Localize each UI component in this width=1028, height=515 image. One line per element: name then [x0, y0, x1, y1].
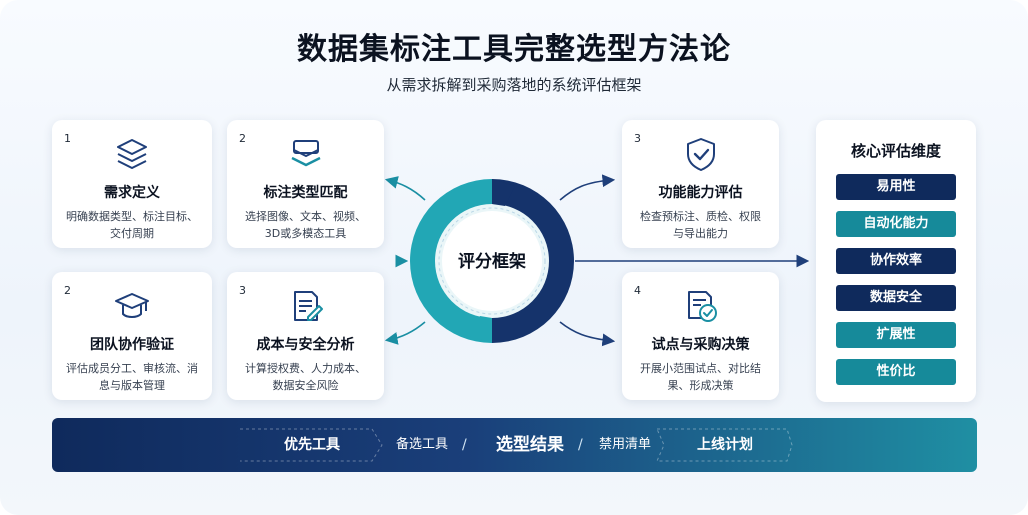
- step-number: 3: [239, 284, 246, 297]
- result-launch-plan: 上线计划: [697, 437, 753, 453]
- step-description: 评估成员分工、审核流、消息与版本管理: [66, 362, 198, 392]
- step-card-type-matching: 2 标注类型匹配 选择图像、文本、视频、3D或多模态工具: [227, 120, 384, 248]
- dimension-cost-performance: 性价比: [836, 359, 956, 385]
- result-priority-tools: 优先工具: [284, 437, 340, 453]
- result-backup-tools: 备选工具: [395, 437, 448, 452]
- results-bar: 优先工具 备选工具 / 选型结果 / 禁用清单 上线计划: [52, 418, 977, 472]
- hub-notch-top: [492, 179, 515, 206]
- stack-icon: [290, 140, 321, 167]
- dimension-collaboration: 协作效率: [836, 248, 956, 274]
- result-blocklist: 禁用清单: [598, 437, 651, 452]
- step-title: 试点与采购决策: [651, 337, 750, 353]
- step-description: 明确数据类型、标注目标、交付周期: [66, 210, 198, 240]
- arrow-to-type-matching: [384, 176, 426, 201]
- step-card-requirements: 1 需求定义 明确数据类型、标注目标、交付周期: [52, 120, 212, 248]
- step-title: 功能能力评估: [658, 185, 743, 201]
- hub-ring-navy: [492, 179, 574, 343]
- step-card-cost-security: 3 成本与安全分析 计算授权费、人力成本、数据安全风险: [227, 272, 384, 400]
- dimension-automation: 自动化能力: [836, 211, 956, 237]
- hub-ring-teal: [410, 179, 492, 343]
- dimension-data-security: 数据安全: [836, 285, 956, 311]
- document-edit-icon: [293, 291, 323, 321]
- step-title: 团队协作验证: [90, 337, 174, 353]
- page-title: 数据集标注工具完整选型方法论: [297, 32, 731, 67]
- graduation-cap-icon: [115, 293, 149, 318]
- step-card-team-collab: 2 团队协作验证 评估成员分工、审核流、消息与版本管理: [52, 272, 212, 400]
- arrow-to-pilot-decision: [559, 321, 616, 347]
- step-description: 计算授权费、人力成本、数据安全风险: [245, 362, 366, 392]
- page-subtitle: 从需求拆解到采购落地的系统评估框架: [386, 76, 642, 94]
- arrow-to-function-eval: [559, 174, 616, 201]
- step-number: 3: [634, 132, 641, 145]
- result-separator: /: [462, 437, 467, 453]
- result-selection-outcome: 选型结果: [496, 435, 564, 455]
- hub-center: [442, 211, 542, 311]
- hub-notch-bottom: [470, 316, 492, 343]
- step-card-function-eval: 3 功能能力评估 检查预标注、质检、权限与导出能力: [622, 120, 779, 248]
- step-description: 开展小范围试点、对比结果、形成决策: [640, 362, 761, 392]
- step-description: 选择图像、文本、视频、3D或多模态工具: [245, 210, 366, 240]
- step-description: 检查预标注、质检、权限与导出能力: [640, 210, 761, 240]
- shield-check-icon: [686, 138, 715, 171]
- step-card-pilot-decision: 4 试点与采购决策 开展小范围试点、对比结果、形成决策: [622, 272, 779, 400]
- document-check-icon: [687, 291, 717, 322]
- dimension-usability: 易用性: [836, 174, 956, 200]
- step-number: 2: [239, 132, 246, 145]
- step-title: 标注类型匹配: [263, 185, 348, 201]
- step-title: 需求定义: [104, 185, 160, 201]
- core-dimensions-panel: 核心评估维度 易用性 自动化能力 协作效率 数据安全 扩展性 性价比: [816, 120, 976, 402]
- hub-label: 评分框架: [458, 251, 526, 272]
- dimensions-title: 核心评估维度: [850, 142, 941, 160]
- step-number: 4: [634, 284, 641, 297]
- hub-dashed-ring: [438, 207, 546, 315]
- step-number: 2: [64, 284, 71, 297]
- result-separator: /: [578, 437, 583, 453]
- step-title: 成本与安全分析: [256, 337, 355, 353]
- dimension-extensibility: 扩展性: [836, 322, 956, 348]
- arrow-to-cost-security: [384, 321, 426, 345]
- step-number: 1: [64, 132, 71, 145]
- layers-icon: [117, 139, 147, 169]
- results-bar-outline: [240, 428, 793, 462]
